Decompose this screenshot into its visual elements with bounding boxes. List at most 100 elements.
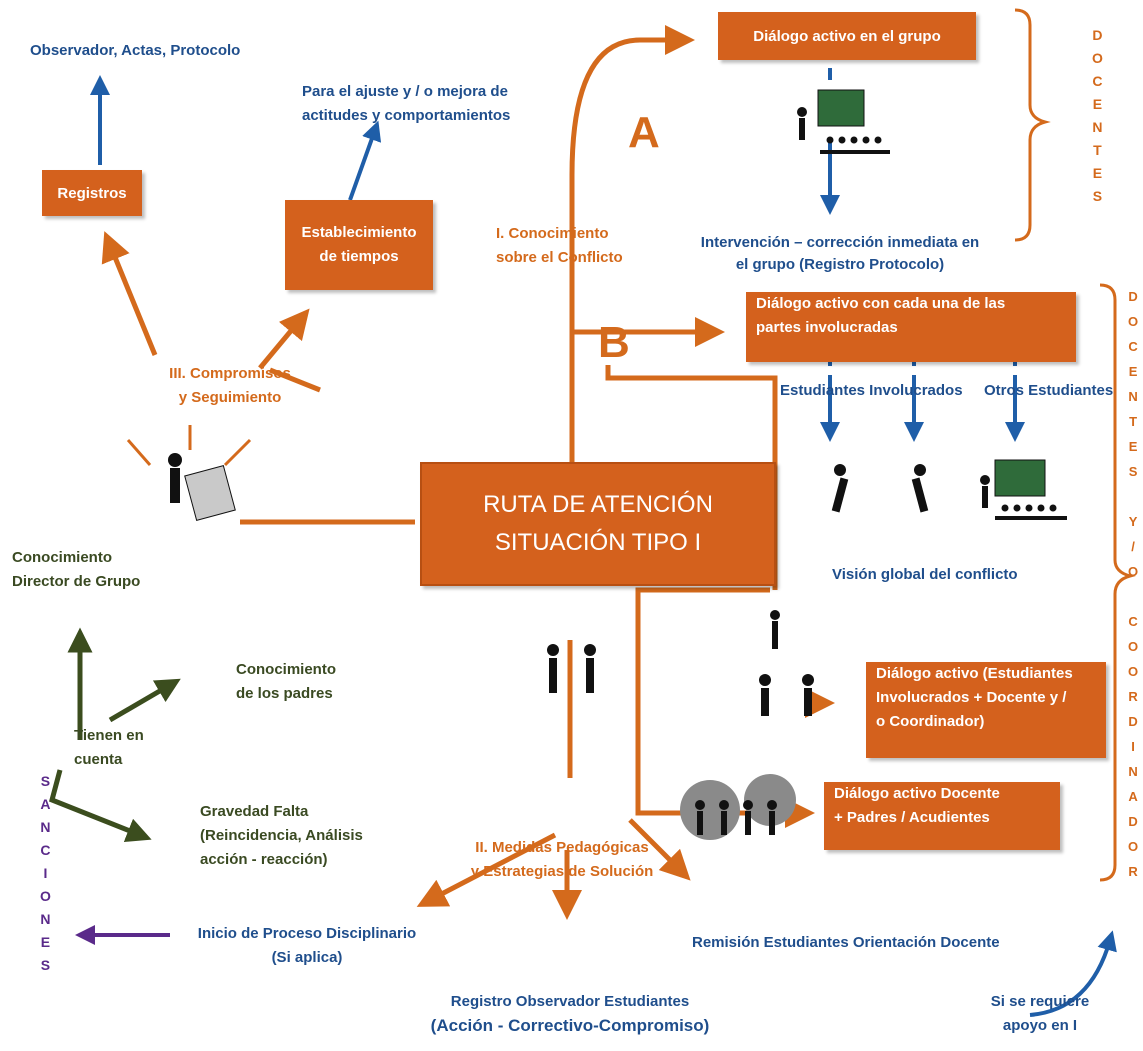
vertical-letter: N (1128, 389, 1138, 404)
intervention-line2: el grupo (Registro Protocolo) (735, 256, 945, 273)
vertical-letter: C (1128, 339, 1138, 354)
vertical-letter: E (1128, 364, 1138, 379)
dialog-group-box: Diálogo activo en el grupo (718, 12, 976, 60)
figure-teacher-board (797, 89, 890, 154)
vertical-letter: D (1128, 714, 1138, 729)
vertical-letter: O (1128, 664, 1139, 679)
padres-line2: de los padres (236, 685, 333, 702)
tienen-label: Tienen en cuenta (74, 724, 144, 772)
figure-handshake (547, 644, 596, 693)
dialog-parties-box: Diálogo activo con cada una de las parte… (746, 292, 1076, 362)
section-i-label: I. Conocimiento sobre el Conflicto (496, 222, 646, 270)
section-iii-line2: y Seguimiento (178, 389, 282, 406)
apoyo-line1: Si se requiere (990, 993, 1090, 1010)
vertical-letter: D (1092, 27, 1103, 43)
vertical-letter: O (1128, 639, 1139, 654)
vertical-letter (1131, 484, 1135, 509)
vertical-letter: R (1128, 864, 1138, 879)
gravedad-label: Gravedad Falta (Reincidencia, Análisis a… (200, 800, 363, 872)
vertical-letter: N (40, 911, 51, 927)
brace-docentes-coordinador (1099, 283, 1136, 882)
vertical-letter: N (1092, 119, 1103, 135)
director-label: Conocimiento Director de Grupo (12, 546, 140, 594)
figure-parents-gears (680, 774, 796, 840)
establecimiento-line1: Establecimiento (301, 224, 417, 241)
vertical-letter: I (1131, 739, 1135, 754)
vertical-letter (1131, 584, 1135, 609)
letter-b: B (598, 318, 630, 367)
vertical-letter: O (1128, 564, 1139, 579)
vertical-letter: R (1128, 689, 1138, 704)
director-line2: Director de Grupo (12, 573, 141, 590)
students-involved-label: Estudiantes Involucrados (780, 382, 963, 399)
vertical-letter: N (1128, 764, 1138, 779)
dialog-parties-line1: Diálogo activo con cada una de las (756, 295, 1006, 312)
ajuste-line1: Para el ajuste y / o mejora de (302, 83, 508, 100)
registro-label: Registro Observador Estudiantes (Acción … (380, 990, 760, 1038)
padres-label: Conocimiento de los padres (236, 658, 336, 706)
registro-line2: (Acción - Correctivo-Compromiso) (430, 1016, 710, 1035)
dialog-parties-line2: partes involucradas (756, 319, 898, 336)
observador-label: Observador, Actas, Protocolo (30, 42, 241, 59)
vertical-letter: O (1128, 839, 1139, 854)
vertical-letter: T (1093, 142, 1102, 158)
apoyo-line2: apoyo en I (1002, 1017, 1078, 1034)
figure-other-students-board (980, 459, 1067, 520)
section-i-line2: sobre el Conflicto (496, 249, 623, 266)
other-students-label: Otros Estudiantes (984, 382, 1114, 399)
dialog-students-line3: o Coordinador) (876, 713, 985, 730)
figure-students-involved (831, 464, 929, 513)
vertical-letter: O (1128, 314, 1139, 329)
proceso-label: Inicio de Proceso Disciplinario (Si apli… (182, 922, 432, 970)
proceso-line2: (Si aplica) (271, 949, 343, 966)
vertical-letter: / (1131, 539, 1135, 554)
establecimiento-box: Establecimiento de tiempos (285, 200, 433, 290)
vertical-letter: C (1128, 614, 1138, 629)
ajuste-line2: actitudes y comportamientos (302, 107, 511, 124)
vertical-letter: E (1128, 439, 1138, 454)
gravedad-line1: Gravedad Falta (200, 803, 309, 820)
vertical-letter: S (1092, 188, 1103, 204)
vertical-letter: E (1092, 96, 1103, 112)
dialog-parents-line2: + Padres / Acudientes (834, 809, 990, 826)
establecimiento-line2: de tiempos (319, 248, 399, 265)
section-i-line1: I. Conocimiento (496, 225, 609, 242)
section-ii-line2: y Estrategias de Solución (470, 863, 654, 880)
dialog-students-line1: Diálogo activo (Estudiantes (876, 665, 1073, 682)
central-route-box: RUTA DE ATENCIÓN SITUACIÓN TIPO I (420, 462, 776, 586)
vertical-letter: Y (1128, 514, 1138, 529)
vertical-letter: I (43, 865, 48, 881)
figure-writer-clipboard (168, 453, 236, 522)
section-iii-line1: III. Compromisos (169, 365, 291, 382)
gravedad-line3: acción - reacción) (200, 851, 328, 868)
vertical-letter: N (40, 819, 51, 835)
figure-dialog-group (759, 610, 814, 716)
remision-label: Remisión Estudiantes Orientación Docente (692, 934, 1000, 951)
tienen-line1: Tienen en (74, 727, 144, 744)
vertical-letter: E (40, 934, 51, 950)
proceso-line1: Inicio de Proceso Disciplinario (197, 925, 417, 942)
registro-line1: Registro Observador Estudiantes (450, 993, 690, 1010)
vertical-letter: S (40, 957, 51, 973)
vertical-letter: E (1092, 165, 1103, 181)
dialog-students-line2: Involucrados + Docente y / (876, 689, 1067, 706)
dialog-parents-box: Diálogo activo Docente + Padres / Acudie… (824, 782, 1060, 850)
vertical-letter: C (1092, 73, 1103, 89)
vertical-letter: S (40, 773, 51, 789)
section-iii-label: III. Compromisos y Seguimiento (150, 362, 310, 410)
section-ii-label: II. Medidas Pedagógicas y Estrategias de… (432, 836, 692, 884)
global-vision-label: Visión global del conflicto (832, 566, 1018, 583)
section-ii-line1: II. Medidas Pedagógicas (475, 839, 649, 856)
brace-docentes (1014, 8, 1051, 242)
intervention-text: Intervención – corrección inmediata en e… (680, 232, 1000, 276)
padres-line1: Conocimiento (236, 661, 336, 678)
vertical-letter: A (40, 796, 51, 812)
vertical-letter: S (1128, 464, 1138, 479)
registros-box: Registros (42, 170, 142, 216)
vertical-letter: D (1128, 289, 1138, 304)
vertical-letter: T (1129, 414, 1138, 429)
